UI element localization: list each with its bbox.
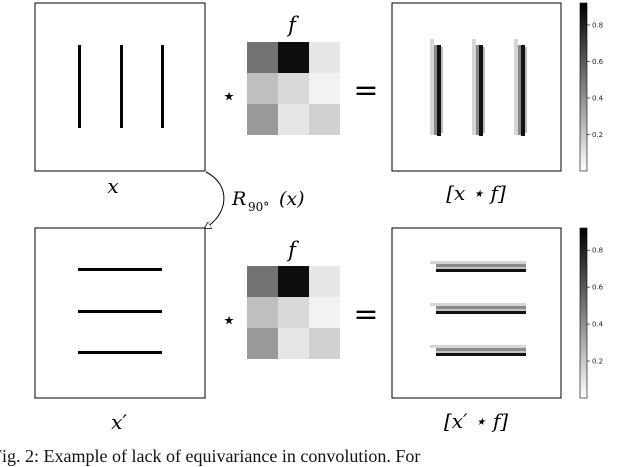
top-input-label: x [107,174,118,198]
kernel-cell [278,328,309,359]
output-vertical-response [514,39,527,136]
top-input-image [34,2,206,172]
bottom-input-image [34,227,206,399]
svg-text:(x): (x) [279,188,305,210]
top-filter-kernel [247,42,340,135]
kernel-cell [309,328,340,359]
output-vertical-response [430,39,443,136]
bottom-filter-label: f [286,238,299,262]
bottom-input-label: x′ [111,410,127,434]
output-vertical-response [472,39,485,136]
top-conv-operator: ⋆ [221,82,236,110]
colorbar-tick-label: 0.6 [592,58,604,66]
kernel-cell [309,42,340,73]
bottom-equals-sign: = [353,297,378,332]
colorbar-tick-label: 0.8 [592,247,603,255]
top-output-label: [x ⋆ f] [446,181,506,205]
bottom-filter-kernel [247,266,340,359]
colorbar-tick-label: 0.4 [592,94,604,102]
colorbar-tick-label: 0.8 [592,21,603,29]
kernel-cell [278,42,309,73]
kernel-cell [278,266,309,297]
top-output-image [391,2,562,172]
kernel-cell [247,104,278,135]
horizontal-line [78,351,162,354]
vertical-line [161,45,164,128]
colorbar-tick-label: 0.4 [592,321,604,329]
figure-caption: Fig. 2: Example of lack of equivariance … [0,446,421,466]
top-filter-label: f [286,13,299,37]
kernel-cell [247,266,278,297]
vertical-line [78,45,81,128]
colorbar-tick-label: 0.2 [592,358,603,366]
colorbar-tick-label: 0.2 [592,131,603,139]
output-horizontal-response [430,303,526,314]
kernel-cell [278,104,309,135]
vertical-line [120,45,123,128]
svg-text:R: R [231,188,246,210]
kernel-cell [247,42,278,73]
bottom-output-label: [x′ ⋆ f] [444,409,508,433]
kernel-cell [247,328,278,359]
top-equals-sign: = [353,73,378,108]
bottom-conv-operator: ⋆ [221,306,236,334]
rotation-arrow [205,171,225,228]
kernel-cell [309,73,340,104]
horizontal-line [78,268,162,271]
kernel-cell [309,297,340,328]
kernel-cell [309,266,340,297]
kernel-cell [278,297,309,328]
colorbar-tick-label: 0.6 [592,284,604,292]
kernel-cell [278,73,309,104]
kernel-cell [309,104,340,135]
output-horizontal-response [430,345,526,356]
kernel-cell [247,73,278,104]
output-horizontal-response [430,261,526,272]
kernel-cell [247,297,278,328]
horizontal-line [78,310,162,313]
bottom-output-image [391,227,562,399]
svg-text:90°: 90° [248,200,269,214]
bottom-colorbar: 0.8 0.6 0.4 0.2 [579,227,604,399]
top-colorbar: 0.8 0.6 0.4 0.2 [579,2,604,172]
rotation-label: R 90° (x) [231,188,305,214]
